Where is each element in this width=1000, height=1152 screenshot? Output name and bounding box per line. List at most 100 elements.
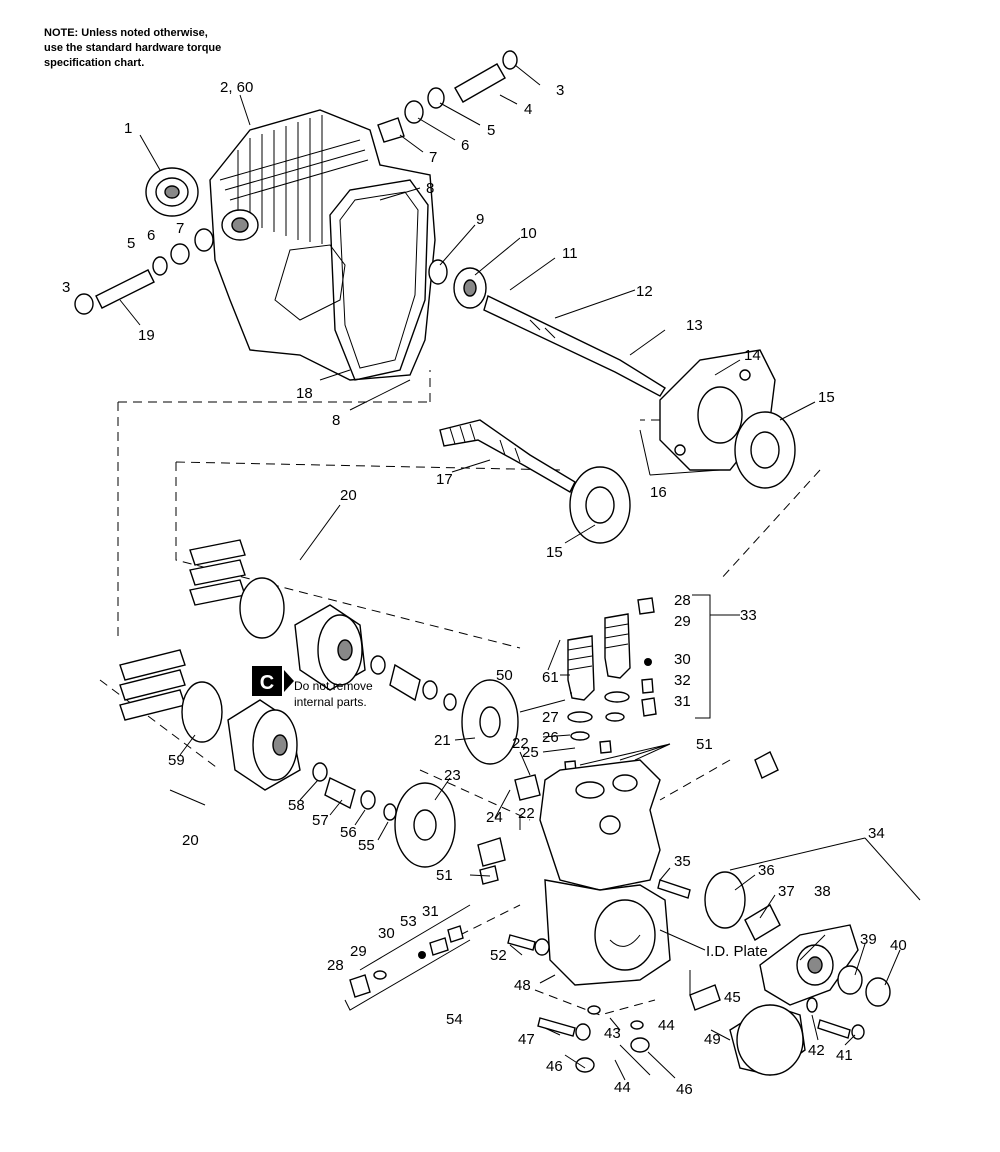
label-part-29-upper: 29 [674,613,691,630]
housing [209,109,436,381]
plate-23 [394,782,456,868]
callout-c-line-1: Do not remove [294,679,373,693]
upper-piston-group [189,539,457,711]
shaft-19-assembly [74,228,214,315]
label-part-52: 52 [490,947,507,964]
pin-4-assembly [377,50,518,143]
label-part-58: 58 [288,797,305,814]
label-part-12: 12 [636,283,653,300]
label-part-9: 9 [476,211,484,228]
label-part-15-upper: 15 [818,389,835,406]
filter-cap-49 [689,984,806,1076]
label-part-46-right: 46 [676,1081,693,1098]
label-part-35: 35 [674,853,691,870]
label-part-3-lower: 3 [62,279,70,296]
label-part-43: 43 [604,1025,621,1042]
label-part-24: 24 [486,809,503,826]
label-part-15-lower: 15 [546,544,563,561]
thrust-washer-15b [569,466,631,544]
label-part-39: 39 [860,931,877,948]
bolts [507,879,865,1073]
label-part-30-upper: 30 [674,651,691,668]
label-part-41: 41 [836,1047,853,1064]
group-dashed-lines [99,370,821,1016]
lower-piston-group [119,649,397,821]
callout-c-badge [252,666,282,696]
label-part-44-right: 44 [658,1017,675,1034]
thrust-washer-15a [734,411,796,489]
part-labels: 1 2, 60 3 3 4 5 5 6 6 7 7 8 8 9 10 11 12… [62,79,907,1098]
label-part-49: 49 [704,1031,721,1048]
label-part-53: 53 [400,913,417,930]
label-part-55: 55 [358,837,375,854]
label-part-51-upper: 51 [696,736,713,753]
label-part-20-upper: 20 [340,487,357,504]
gasket [329,179,429,381]
label-part-5-lower: 5 [127,235,135,252]
label-part-1: 1 [124,120,132,137]
shaft-17 [439,419,576,493]
label-part-22-lower: 22 [518,805,535,822]
label-part-17: 17 [436,471,453,488]
label-part-50: 50 [496,667,513,684]
note-line-3: specification chart. [44,57,145,69]
label-part-32: 32 [674,672,691,689]
label-part-31-upper: 31 [674,693,691,710]
callout-c-letter: C [260,672,274,694]
label-part-26: 26 [542,729,559,746]
center-section [477,759,671,986]
label-part-13: 13 [686,317,703,334]
label-part-46-left: 46 [546,1058,563,1075]
label-part-40: 40 [890,937,907,954]
label-part-16: 16 [650,484,667,501]
label-part-42: 42 [808,1042,825,1059]
label-part-5-upper: 5 [487,122,495,139]
label-part-36: 36 [758,862,775,879]
torque-note: NOTE: Unless noted otherwise, use the st… [44,26,304,71]
charge-pump-38 [704,751,891,1007]
label-part-51-lower: 51 [436,867,453,884]
label-part-21: 21 [434,732,451,749]
label-part-48: 48 [514,977,531,994]
label-part-44-bottom: 44 [614,1079,631,1096]
label-part-3-upper: 3 [556,82,564,99]
label-part-59: 59 [168,752,185,769]
valve-cartridges [564,597,657,774]
label-part-7-upper: 7 [429,149,437,166]
note-line-1: NOTE: Unless noted otherwise, [44,27,208,39]
label-part-18: 18 [296,385,313,402]
label-part-33: 33 [740,607,757,624]
bearing-1 [145,167,199,217]
label-part-54: 54 [446,1011,463,1028]
label-part-38: 38 [814,883,831,900]
label-part-30-lower: 30 [378,925,395,942]
label-part-2-60: 2, 60 [220,79,253,96]
leader-lines [119,64,921,1081]
note-line-2: use the standard hardware torque [44,42,222,54]
label-part-22-upper: 22 [512,735,529,752]
label-part-57: 57 [312,812,329,829]
shaft-12-assembly [428,259,666,397]
label-part-7-lower: 7 [176,220,184,237]
label-part-25: 25 [522,744,539,761]
label-part-11: 11 [562,245,578,262]
id-plate-label: I.D. Plate [706,943,768,960]
id-plate-leader [659,929,706,951]
label-part-28-upper: 28 [674,592,691,609]
label-part-10: 10 [520,225,537,242]
label-part-23: 23 [444,767,461,784]
label-part-61: 61 [542,669,559,686]
label-part-8-lower: 8 [332,412,340,429]
label-part-27: 27 [542,709,559,726]
label-part-37: 37 [778,883,795,900]
plate-21 [461,679,519,765]
label-part-6-upper: 6 [461,137,469,154]
label-part-45: 45 [724,989,741,1006]
label-part-47: 47 [518,1031,535,1048]
label-part-14: 14 [744,347,761,364]
label-part-28-lower: 28 [327,957,344,974]
label-part-34: 34 [868,825,885,842]
label-part-8-upper: 8 [426,180,434,197]
